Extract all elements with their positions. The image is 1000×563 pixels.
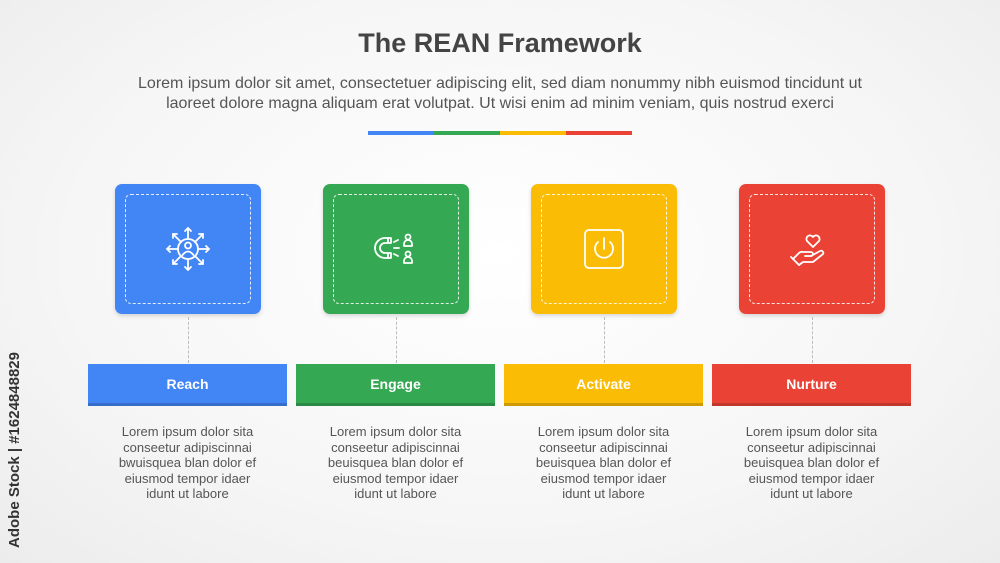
desc-line: conseetur adipiscinnai — [747, 439, 876, 455]
reach-connector — [188, 317, 189, 363]
reach-description: Lorem ipsum dolor sita conseetur adipisc… — [88, 424, 287, 502]
activate-connector — [604, 317, 605, 363]
desc-line: Lorem ipsum dolor sita — [745, 424, 878, 439]
reach-label-bar: Reach — [88, 364, 287, 406]
desc-line: eiusmod tempor idaer — [540, 470, 667, 486]
desc-line: beuisquea blan dolor ef — [535, 455, 672, 470]
divider-red — [566, 131, 632, 135]
engage-label: Engage — [370, 375, 421, 392]
desc-line: Lorem ipsum dolor sita — [121, 424, 254, 439]
engage-icon-box — [323, 184, 469, 314]
magnet-people-icon — [374, 233, 413, 264]
engage-description: Lorem ipsum dolor sita conseetur adipisc… — [296, 424, 495, 502]
activate-icon-box — [531, 184, 677, 314]
divider-blue — [368, 131, 434, 135]
nurture-connector — [812, 317, 813, 363]
nurture-description: Lorem ipsum dolor sita conseetur adipisc… — [712, 424, 911, 502]
desc-line: conseetur adipiscinnai — [331, 439, 460, 455]
activate-description: Lorem ipsum dolor sita conseetur adipisc… — [504, 424, 703, 502]
activate-label: Activate — [576, 375, 631, 392]
desc-line: Lorem ipsum dolor sita — [537, 424, 670, 439]
desc-line: beuisquea blan dolor ef — [743, 455, 880, 470]
desc-line: eiusmod tempor idaer — [748, 470, 875, 486]
desc-line: conseetur adipiscinnai — [123, 439, 252, 455]
subtitle: Lorem ipsum dolor sit amet, consectetuer… — [60, 74, 940, 114]
nurture-label: Nurture — [786, 375, 837, 392]
desc-line: idunt ut labore — [354, 486, 437, 501]
desc-line: Lorem ipsum dolor sita — [329, 424, 462, 439]
nurture-label-bar: Nurture — [712, 364, 911, 406]
stock-watermark: Adobe Stock | #1624848829 — [6, 352, 23, 548]
network-person-icon — [165, 226, 211, 272]
desc-line: bwuisquea blan dolor ef — [118, 455, 257, 470]
engage-label-bar: Engage — [296, 364, 495, 406]
subtitle-line-1: Lorem ipsum dolor sit amet, consectetuer… — [138, 75, 862, 92]
reach-label: Reach — [166, 375, 209, 392]
activate-label-bar: Activate — [504, 364, 703, 406]
desc-line: eiusmod tempor idaer — [124, 470, 251, 486]
nurture-icon-box — [739, 184, 885, 314]
heart-hand-icon — [790, 234, 825, 266]
reach-icon-box — [115, 184, 261, 314]
desc-line: idunt ut labore — [562, 486, 645, 501]
desc-line: eiusmod tempor idaer — [332, 470, 459, 486]
subtitle-line-2: laoreet dolore magna aliquam erat volutp… — [166, 95, 834, 112]
divider-green — [434, 131, 500, 135]
desc-line: beuisquea blan dolor ef — [327, 455, 464, 470]
desc-line: conseetur adipiscinnai — [539, 439, 668, 455]
engage-connector — [396, 317, 397, 363]
color-divider — [368, 131, 632, 135]
divider-yellow — [500, 131, 566, 135]
power-button-icon — [584, 229, 624, 269]
page-title: The REAN Framework — [358, 28, 642, 58]
desc-line: idunt ut labore — [146, 486, 229, 501]
desc-line: idunt ut labore — [770, 486, 853, 501]
